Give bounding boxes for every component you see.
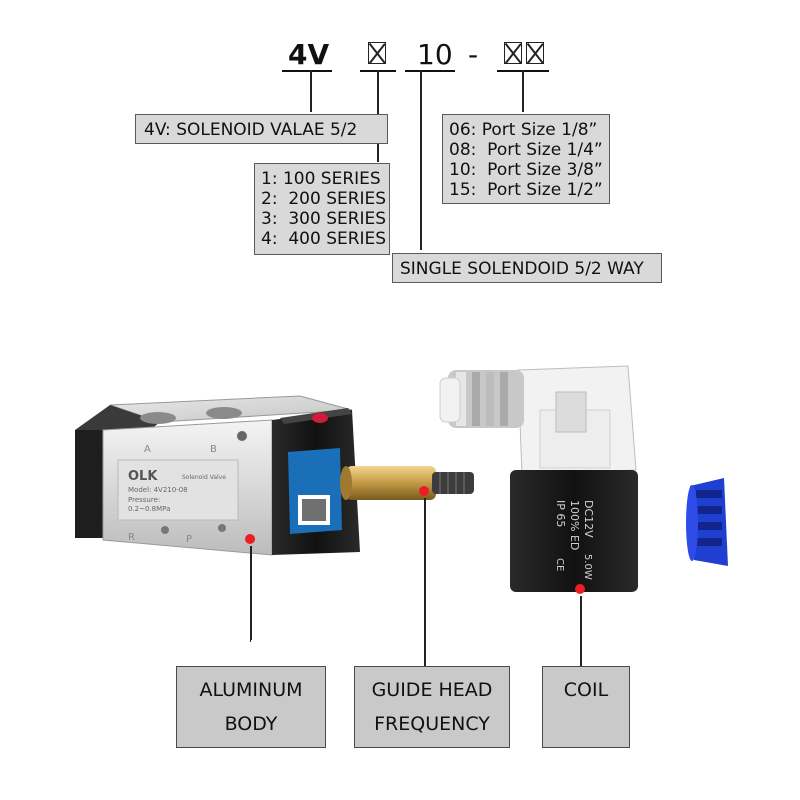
leader-line-port xyxy=(522,70,524,112)
port-b-label: B xyxy=(210,444,217,455)
coil-marker xyxy=(575,584,585,594)
leader-line-type xyxy=(310,70,312,112)
series-option: 2: 200 SERIES xyxy=(261,189,387,209)
series-option: 3: 300 SERIES xyxy=(261,209,387,229)
guide-head xyxy=(340,466,474,500)
port-option: 08: Port Size 1/4” xyxy=(449,140,603,160)
aluminum-body-marker xyxy=(245,534,255,544)
series-placeholder-box xyxy=(368,42,386,64)
code-underline-1 xyxy=(282,70,332,72)
coil-power-text: 5.0W xyxy=(582,554,593,580)
code-underline-3 xyxy=(405,70,455,72)
series-option: 1: 100 SERIES xyxy=(261,169,381,189)
callout-text: ALUMINUM xyxy=(199,679,303,701)
code-solenoid: 10 xyxy=(417,38,453,71)
product-name-text: Solenoid Valve xyxy=(182,474,226,481)
guide-leader-v xyxy=(424,498,426,666)
series-label-box: 1: 100 SERIES 2: 200 SERIES 3: 300 SERIE… xyxy=(254,163,390,255)
pressure-label-text: Pressure: xyxy=(128,496,160,504)
guide-head-marker xyxy=(419,486,429,496)
port-option: 06: Port Size 1/8” xyxy=(449,120,598,140)
code-dash: - xyxy=(468,38,479,71)
port-a-label: A xyxy=(144,444,151,455)
model-text: Model: 4V210-08 xyxy=(128,486,188,494)
callout-text: BODY xyxy=(224,713,278,735)
coil-duty-text: 100% ED xyxy=(568,500,581,550)
leader-line-solenoid xyxy=(420,70,422,250)
callout-text: FREQUENCY xyxy=(374,713,490,735)
callout-text: COIL xyxy=(563,679,609,701)
port-option: 10: Port Size 3/8” xyxy=(449,160,603,180)
aluminum-body-callout: ALUMINUM BODY xyxy=(176,666,326,748)
code-prefix: 4V xyxy=(288,38,330,71)
blue-cap xyxy=(686,478,728,566)
port-size-box: 06: Port Size 1/8” 08: Port Size 1/4” 10… xyxy=(442,114,610,204)
type-label-box: 4V: SOLENOID VALAE 5/2 xyxy=(135,114,388,144)
coil-assembly: DC12V 5.0W 100% ED IP 65 CE xyxy=(439,365,638,592)
callout-text: GUIDE HEAD xyxy=(371,679,493,701)
aluminum-leader-v xyxy=(250,546,252,640)
type-label-text: 4V: SOLENOID VALAE 5/2 xyxy=(144,120,358,140)
port-placeholder-box-2 xyxy=(526,42,544,64)
solenoid-type-box: SINGLE SOLENDOID 5/2 WAY xyxy=(392,253,662,283)
coil-leader-v xyxy=(580,596,582,666)
series-option: 4: 400 SERIES xyxy=(261,229,387,249)
port-r-label: R xyxy=(128,532,135,543)
ce-mark: CE xyxy=(554,558,565,571)
port-p-label: P xyxy=(186,534,192,545)
solenoid-type-text: SINGLE SOLENDOID 5/2 WAY xyxy=(400,259,644,279)
aluminum-leader-h xyxy=(250,640,251,642)
pressure-value-text: 0.2~0.8MPa xyxy=(128,505,170,513)
brand-logo: OLK xyxy=(128,469,158,484)
coil-voltage-text: DC12V xyxy=(582,500,595,538)
coil-callout: COIL xyxy=(542,666,630,748)
port-placeholder-box-1 xyxy=(504,42,522,64)
coil-ip-text: IP 65 xyxy=(554,500,567,527)
valve-body: OLK Solenoid Valve Model: 4V210-08 Press… xyxy=(75,395,360,556)
guide-head-callout: GUIDE HEAD FREQUENCY xyxy=(354,666,510,748)
port-option: 15: Port Size 1/2” xyxy=(449,180,603,200)
product-photo: OLK Solenoid Valve Model: 4V210-08 Press… xyxy=(75,365,728,592)
